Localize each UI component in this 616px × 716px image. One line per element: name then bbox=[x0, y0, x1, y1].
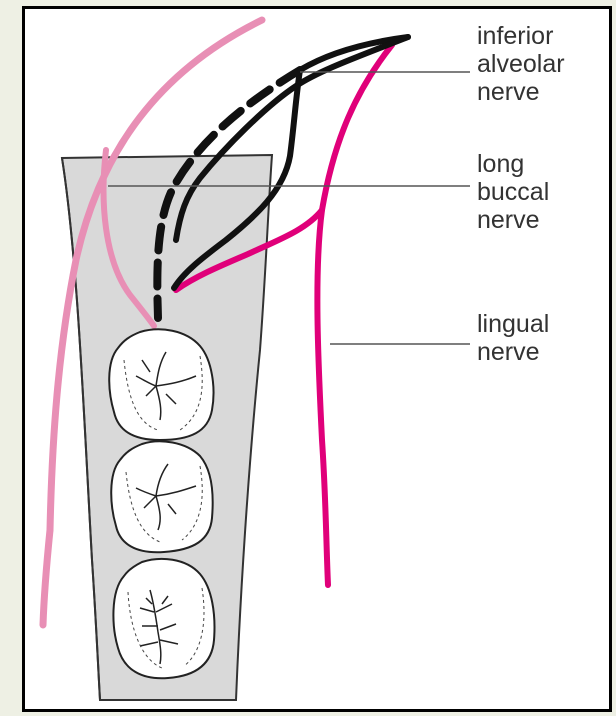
molar-3 bbox=[113, 559, 214, 678]
label-long-buccal-nerve: long buccal nerve bbox=[477, 150, 549, 234]
molar-2 bbox=[111, 441, 212, 552]
cheek-line-lower bbox=[43, 530, 50, 625]
lingual-nerve bbox=[317, 45, 392, 585]
molar-teeth bbox=[109, 329, 214, 678]
label-buccal-line-2: buccal bbox=[477, 178, 549, 206]
label-inferior-line-2: alveolar bbox=[477, 50, 565, 78]
label-buccal-line-1: long bbox=[477, 150, 549, 178]
label-inferior-line-1: inferior bbox=[477, 22, 565, 50]
label-lingual-line-2: nerve bbox=[477, 338, 549, 366]
label-lingual-line-1: lingual bbox=[477, 310, 549, 338]
label-inferior-line-3: nerve bbox=[477, 78, 565, 106]
label-lingual-nerve: lingual nerve bbox=[477, 310, 549, 366]
label-inferior-alveolar-nerve: inferior alveolar nerve bbox=[477, 22, 565, 106]
label-buccal-line-3: nerve bbox=[477, 206, 549, 234]
